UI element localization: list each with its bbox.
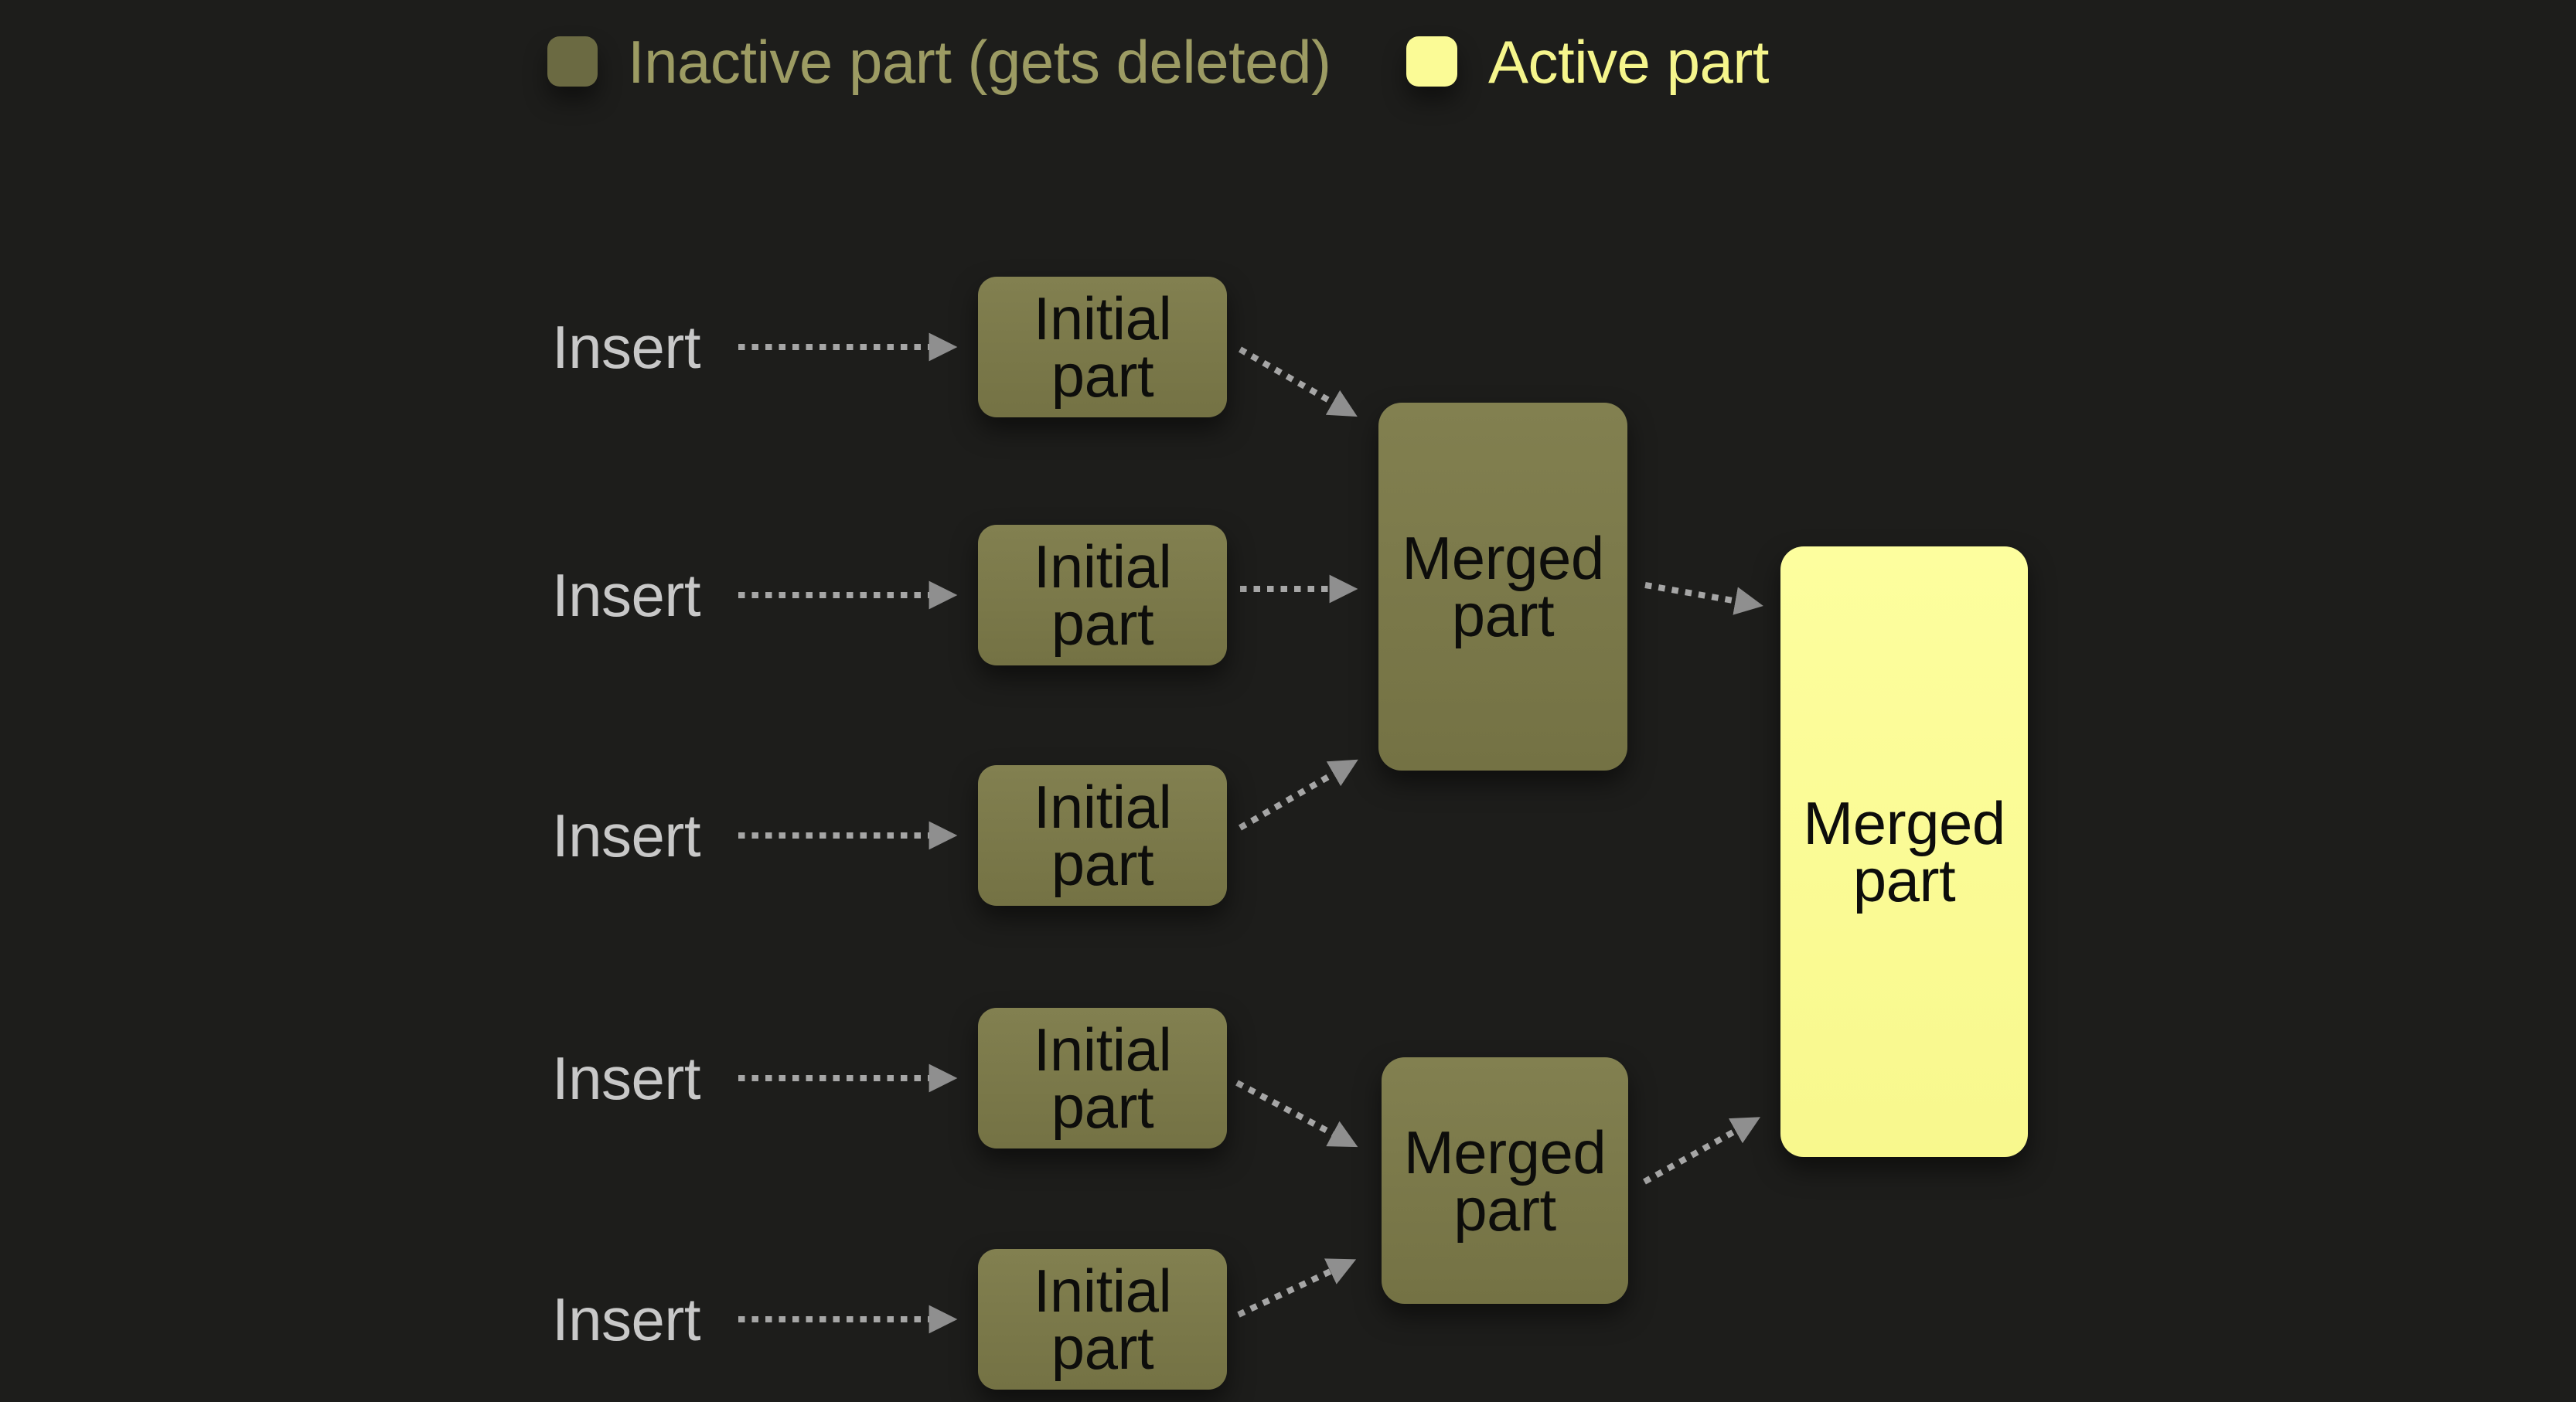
insert-label-1: Insert (552, 313, 701, 381)
initial-part-box-4: Initial part (978, 1008, 1227, 1148)
initial-part-box-3: Initial part (978, 765, 1227, 906)
active-part-swatch (1406, 36, 1457, 87)
merged-part-box-final-active: Merged part (1780, 546, 2028, 1157)
arrow-initial1-to-merged-top (1239, 346, 1358, 417)
initial-part-box-5: Initial part (978, 1249, 1227, 1390)
arrow-merged-bottom-to-final (1643, 1117, 1761, 1185)
insert-label-2: Insert (552, 561, 701, 629)
arrow-initial3-to-merged-top (1239, 759, 1358, 831)
insert-label-5: Insert (552, 1285, 701, 1353)
arrow-initial5-to-merged-bottom (1237, 1258, 1357, 1318)
legend-inactive-label: Inactive part (gets deleted) (628, 28, 1331, 96)
merged-part-box-top: Merged part (1378, 403, 1627, 771)
arrow-initial4-to-merged-bottom (1235, 1080, 1358, 1148)
initial-part-box-1: Initial part (978, 277, 1227, 417)
insert-label-4: Insert (552, 1044, 701, 1112)
initial-part-box-2: Initial part (978, 525, 1227, 665)
arrow-merged-top-to-final (1644, 582, 1763, 615)
legend-active-label: Active part (1488, 28, 1769, 96)
merged-part-box-bottom: Merged part (1382, 1057, 1628, 1304)
insert-label-3: Insert (552, 801, 701, 869)
inactive-part-swatch (547, 36, 598, 87)
